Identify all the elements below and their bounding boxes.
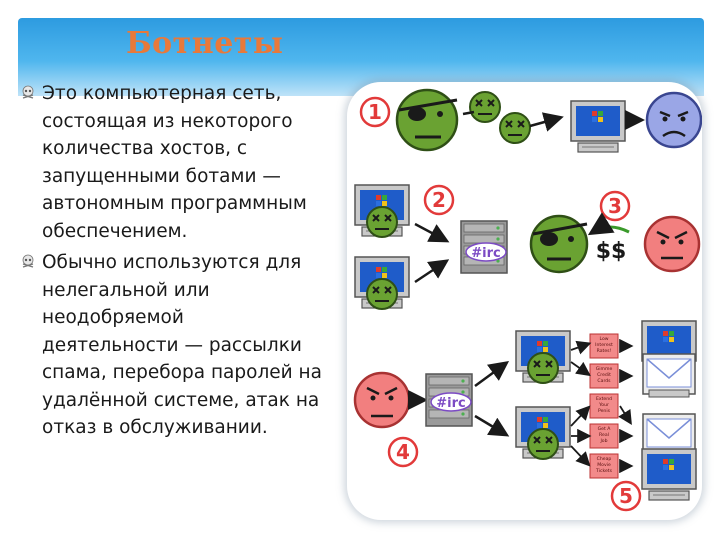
spam-ad-card: Cheap Movie Tickets — [589, 453, 619, 479]
svg-text:Your: Your — [598, 402, 609, 408]
svg-text:3: 3 — [608, 194, 622, 218]
bullet-line: нелегальной или — [42, 279, 210, 301]
botnet-diagram: 1 2 #irc 3 $ — [347, 82, 702, 520]
bullet-line: Это компьютерная сеть, — [42, 83, 282, 104]
svg-text:Credit: Credit — [597, 372, 611, 378]
bot-face-icon — [469, 91, 501, 123]
svg-text:Gimme: Gimme — [596, 366, 613, 372]
svg-text:Cheap: Cheap — [597, 456, 612, 462]
skull-bullet-icon — [22, 85, 34, 99]
money-flow-arrow — [587, 212, 630, 236]
bullet-line: количества хостов, с — [42, 138, 248, 159]
svg-text:#irc: #irc — [436, 396, 465, 411]
svg-text:#irc: #irc — [471, 246, 500, 261]
spam-ad-card: Get A Real Job — [589, 423, 619, 449]
bot-face-icon — [499, 112, 531, 144]
step-2-label: 2 — [423, 184, 455, 216]
svg-text:Movie: Movie — [597, 462, 611, 468]
svg-text:Job: Job — [599, 438, 607, 444]
bot-face-icon — [366, 278, 398, 310]
bot-herder-pirate-icon — [529, 214, 589, 274]
svg-text:Penis: Penis — [598, 408, 611, 414]
bot-herder-pirate-icon — [395, 88, 459, 152]
svg-text:4: 4 — [396, 440, 410, 464]
svg-text:5: 5 — [619, 484, 633, 508]
svg-text:Real: Real — [599, 432, 609, 438]
irc-label: #irc — [465, 242, 507, 262]
bullet-line: запущенными ботами — — [42, 165, 281, 187]
step-5-label: 5 — [610, 480, 642, 512]
irc-label: #irc — [430, 392, 472, 412]
angry-spammer-face-icon — [643, 215, 701, 273]
bullet-line: Обычно используются для — [42, 252, 302, 273]
bullet-line: автономным программным — [42, 193, 307, 214]
spam-ad-card: Extend Your Penis — [589, 393, 619, 419]
spam-ad-card: Gimme Credit Cards — [589, 363, 619, 389]
bot-face-icon — [527, 352, 559, 384]
step-1-label: 1 — [359, 96, 391, 128]
computer-icon — [570, 100, 626, 153]
sad-victim-face-icon — [645, 91, 702, 149]
bullet-line: неодобряемой — [42, 307, 184, 328]
svg-text:Cards: Cards — [597, 378, 611, 384]
step-3-label: 3 — [599, 190, 631, 222]
bullet-line: обеспечением. — [42, 220, 188, 242]
svg-text:Tickets: Tickets — [595, 468, 613, 474]
bullet-item: Обычно используются для нелегальной или … — [20, 249, 350, 442]
bullet-line: состоящая из некоторого — [42, 110, 293, 132]
victim-computer-icon — [641, 448, 697, 501]
svg-text:Rates!: Rates! — [597, 348, 612, 354]
svg-text:Get A: Get A — [598, 426, 612, 432]
money-label: $$ — [596, 239, 627, 264]
svg-text:Interest: Interest — [595, 342, 613, 348]
bullet-line: удалённой системе, атак на — [42, 389, 320, 411]
bullet-list: Это компьютерная сеть, состоящая из неко… — [20, 80, 350, 442]
skull-bullet-icon — [22, 254, 34, 268]
svg-text:1: 1 — [368, 100, 382, 124]
bullet-item: Это компьютерная сеть, состоящая из неко… — [20, 80, 350, 245]
angry-spammer-face-icon — [353, 371, 411, 429]
bot-face-icon — [527, 428, 559, 460]
bot-face-icon — [366, 206, 398, 238]
svg-text:2: 2 — [432, 188, 446, 212]
spam-ad-card: Low Interest Rates! — [589, 333, 619, 359]
svg-text:Extend: Extend — [596, 396, 612, 402]
step-4-label: 4 — [387, 436, 419, 468]
svg-text:Low: Low — [599, 336, 608, 342]
slide-title: Ботнеты — [126, 26, 284, 61]
spam-envelope-icon — [642, 353, 696, 398]
bullet-line: отказ в обслуживании. — [42, 417, 268, 438]
bullet-line: деятельности — рассылки — [42, 334, 302, 356]
bullet-line: спама, перебора паролей на — [42, 362, 322, 383]
